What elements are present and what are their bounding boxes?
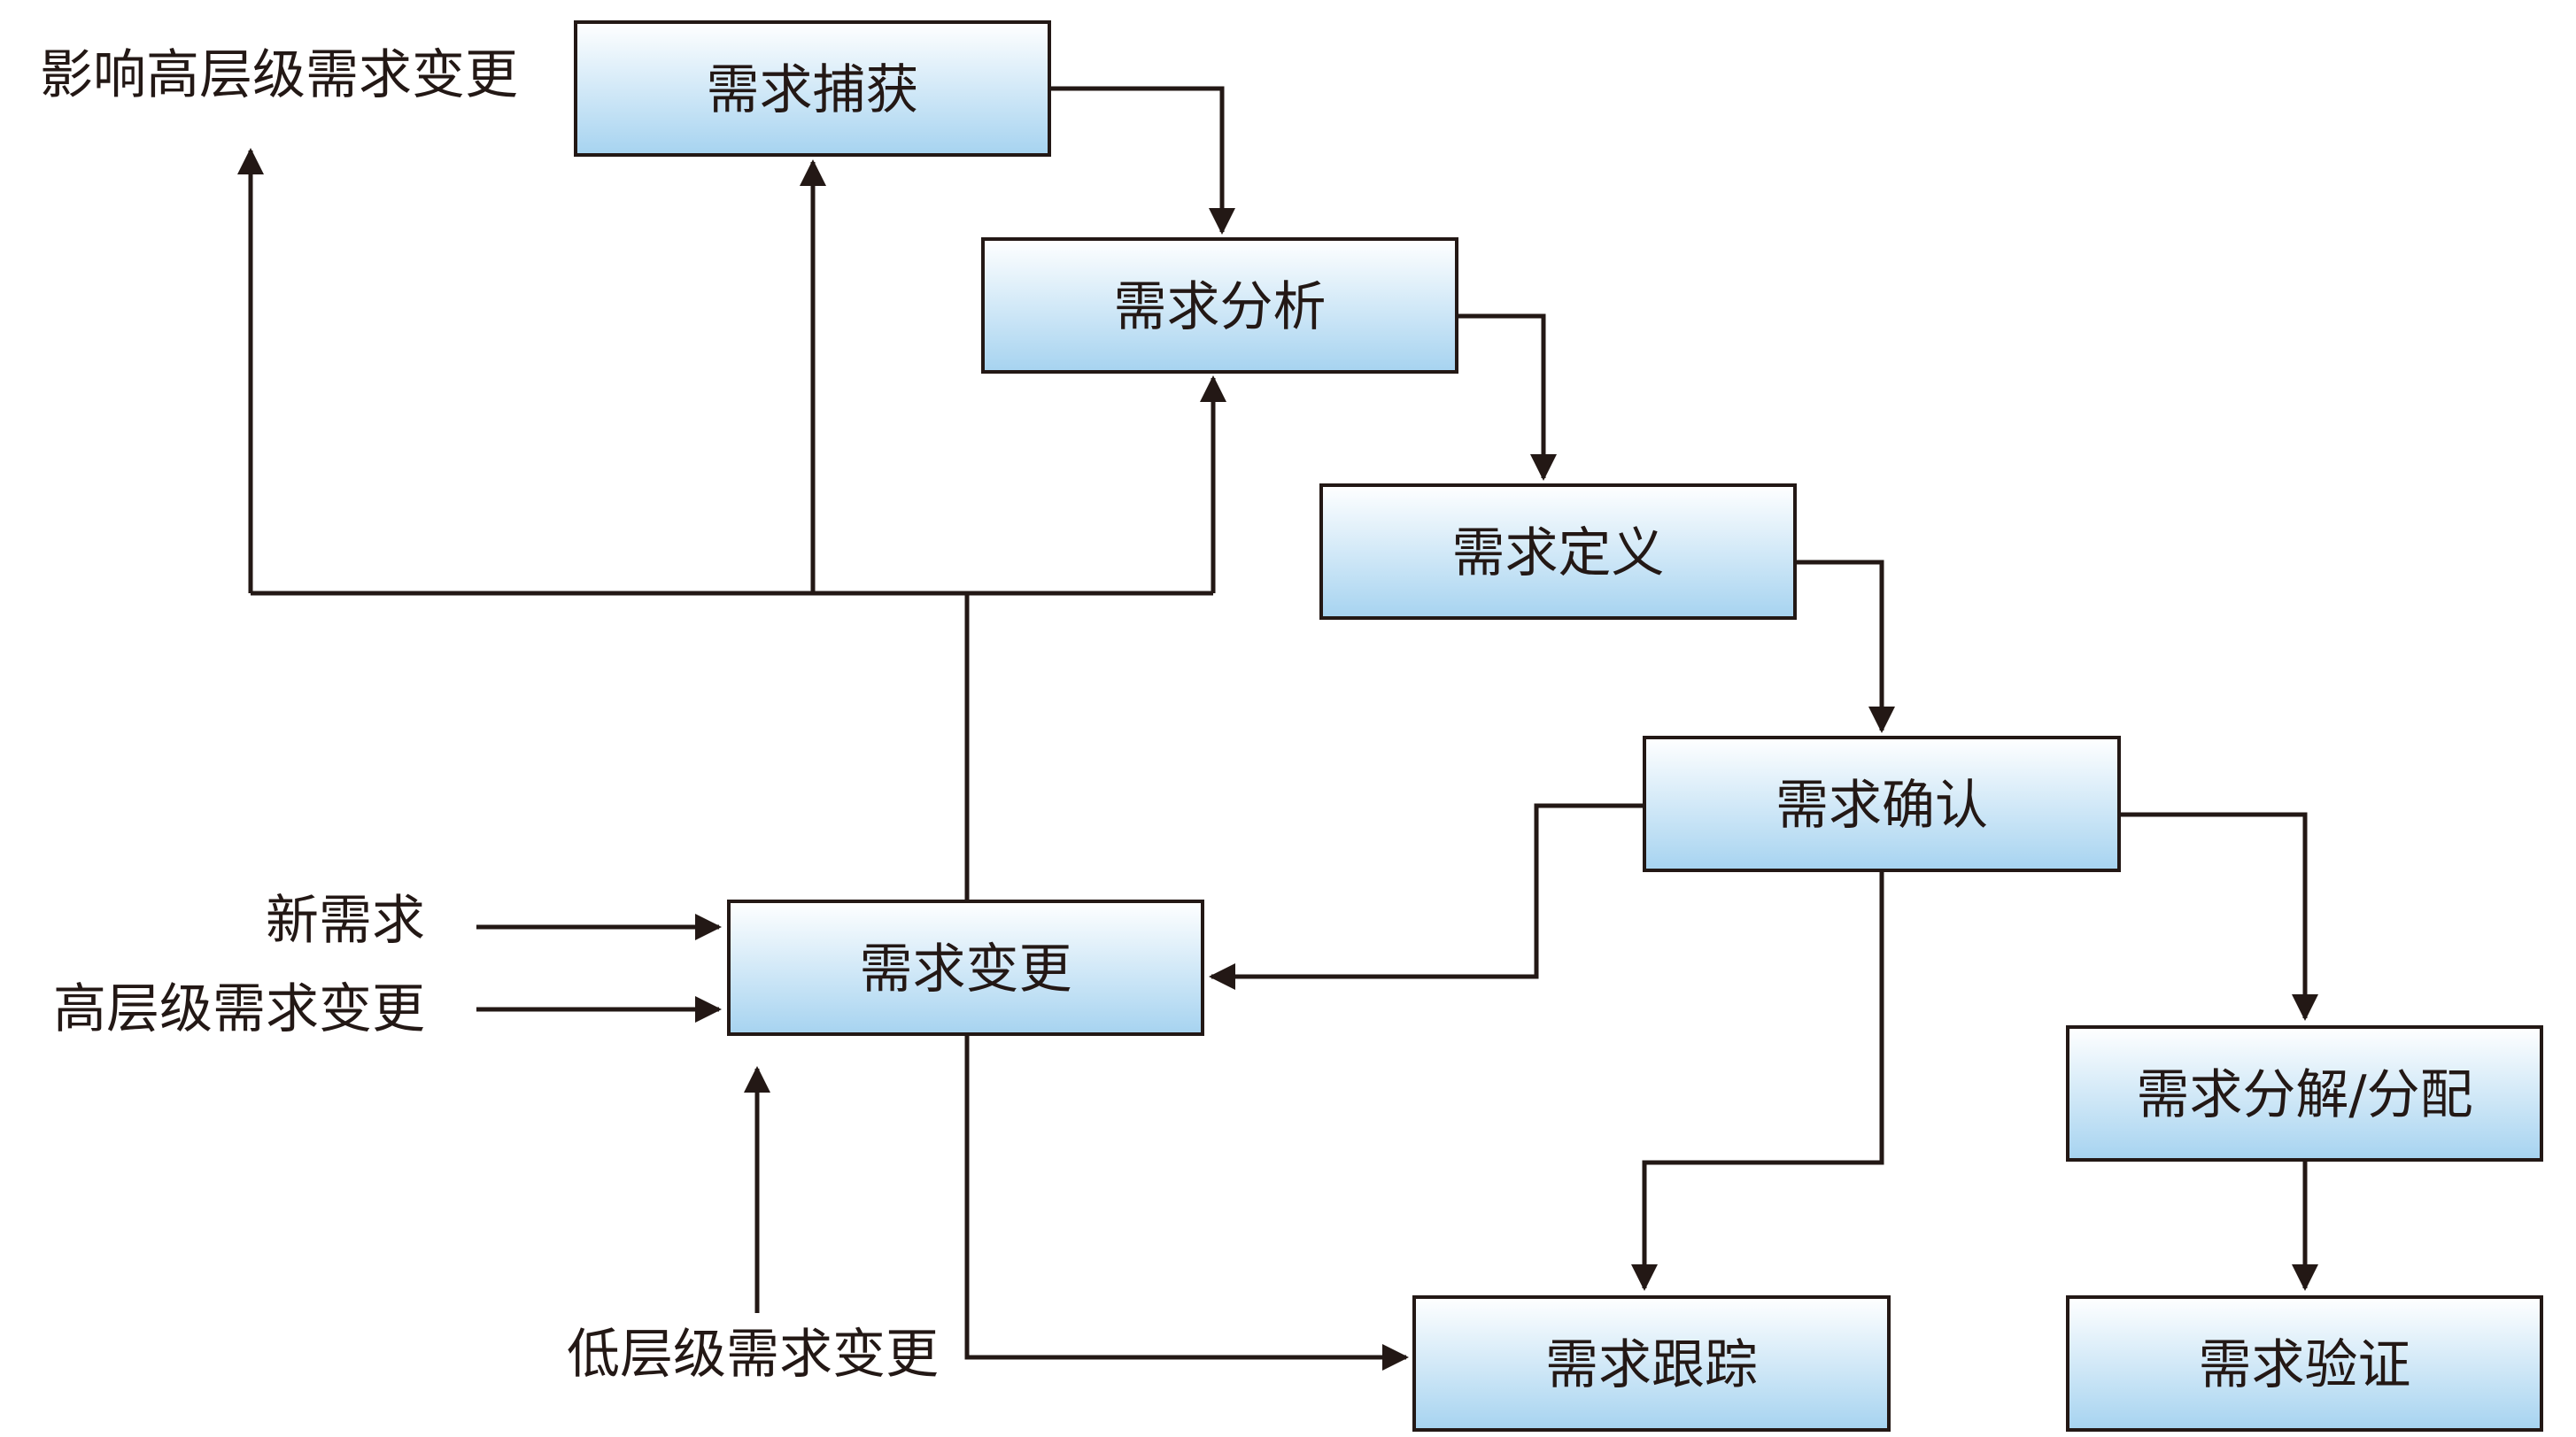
label-impact-high-change: 影响高层级需求变更 [40,44,518,106]
node-confirm: 需求确认 [1643,736,2121,872]
edge-change-to-tracking [964,1036,1409,1371]
node-definition-label: 需求定义 [1452,522,1665,584]
node-verify: 需求验证 [2066,1295,2543,1432]
label-low-level-change: 低层级需求变更 [567,1324,939,1386]
node-analysis: 需求分析 [981,237,1458,374]
edge-confirm-to-tracking [1631,872,1884,1291]
edge-analysis-to-definition [1457,313,1557,481]
node-change: 需求变更 [727,900,1204,1036]
node-analysis-label: 需求分析 [1114,276,1327,338]
node-decompose: 需求分解/分配 [2066,1025,2543,1162]
label-high-level-change: 高层级需求变更 [53,978,425,1040]
edge-capture-to-analysis [1049,86,1235,235]
node-tracking: 需求跟踪 [1412,1295,1891,1432]
node-confirm-label: 需求确认 [1775,775,1988,837]
node-decompose-label: 需求分解/分配 [2136,1064,2472,1126]
connectors [237,86,2318,1371]
node-tracking-label: 需求跟踪 [1545,1334,1758,1396]
node-capture-label: 需求捕获 [707,59,919,121]
node-definition: 需求定义 [1319,483,1797,620]
edge-confirm-to-decompose [2119,812,2318,1021]
node-change-label: 需求变更 [860,939,1072,1000]
edge-definition-to-confirm [1795,560,1895,733]
label-new-requirement: 新需求 [266,890,425,952]
node-verify-label: 需求验证 [2199,1334,2411,1396]
edge-confirm-to-change [1209,803,1644,990]
node-capture: 需求捕获 [574,20,1051,157]
